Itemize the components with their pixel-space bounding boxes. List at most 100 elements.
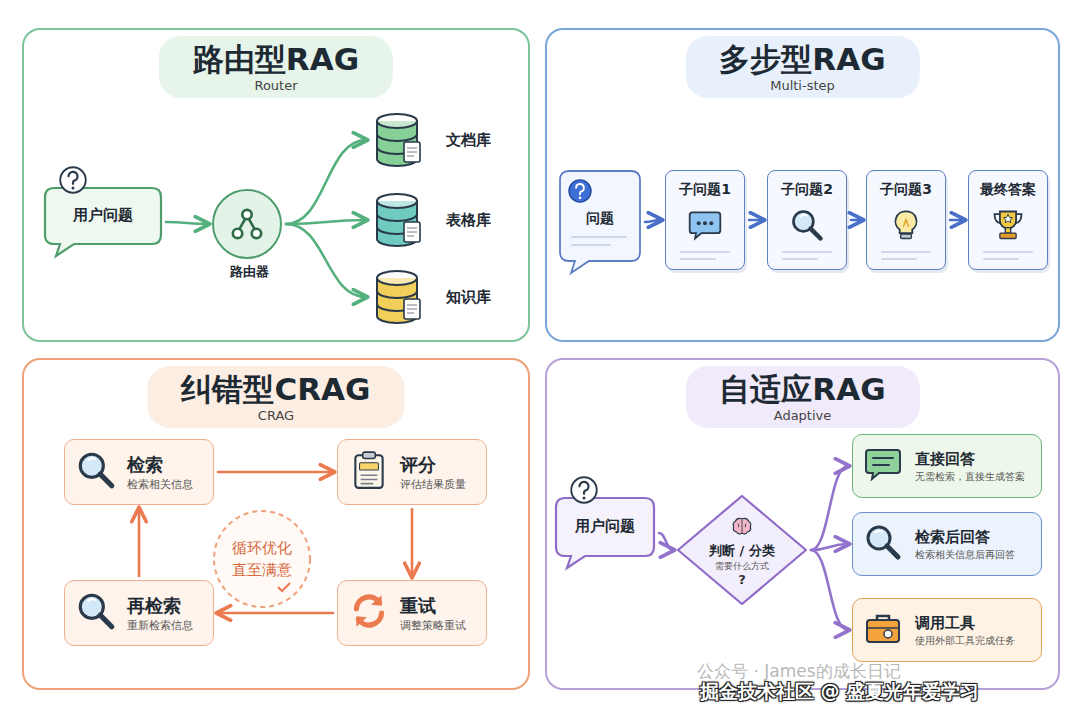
node-label: 表格库 [446,190,491,250]
text-holder: 用户问题 [555,497,655,556]
answer-card: 调用工具使用外部工具完成任务 [852,598,1042,662]
step-box: 子问题2 [767,170,847,270]
step-icon [789,207,825,247]
flow-arrow [218,612,333,615]
question-icon [58,165,88,199]
panel-header: 多步型RAGMulti-step [685,36,919,98]
panel-title: 路由型RAG [193,40,359,78]
card-icon [863,444,903,488]
decor-line [782,258,818,260]
database-icon [374,192,422,254]
flow-arrow [811,544,848,550]
text-holder: 评分评估结果质量 [400,440,466,504]
flow-arrow [411,509,414,576]
card-body: 重新检索信息 [127,618,193,632]
panel-header: 纠错型CRAGCRAG [147,366,404,428]
decor-line [680,251,730,253]
card-body: 使用外部工具完成任务 [915,634,1015,648]
node-label: 子问题2 [768,181,846,199]
decision-mark: ? [738,573,746,587]
database-icon [374,269,422,331]
answer-card: 直接回答无需检索，直接生成答案 [852,434,1042,498]
process-card: 评分评估结果质量 [337,439,487,505]
card-body: 无需检索，直接生成答案 [915,470,1025,484]
multistep-panel: 多步型RAGMulti-step 问题 子问题1 子问题2 子问题3 最终答案 [545,28,1060,342]
step-box: 子问题1 [665,170,745,270]
flow-arrow [811,466,848,550]
panel-subtitle: Multi-step [719,78,885,94]
panel-title: 多步型RAG [719,40,885,78]
text-holder: 再检索重新检索信息 [127,581,193,645]
text-holder: 重试调整策略重试 [400,581,466,645]
card-body: 检索相关信息后再回答 [915,548,1015,562]
flow-arrow [851,219,862,222]
flow-arrow [166,222,208,224]
flow-arrow [659,533,673,550]
decor-line [881,251,931,253]
decor-line [571,244,611,246]
database-store: 知识库 [370,267,500,327]
flow-arrow [286,140,366,224]
card-icon [863,522,903,566]
text-holder: 用户问题 [44,187,162,244]
brain-icon [730,514,754,542]
card-body: 评估结果质量 [400,477,466,491]
flow-arrow [950,219,964,222]
card-icon [75,590,117,636]
answer-box: 最终答案 [968,170,1048,270]
panel-header: 自适应RAGAdaptive [685,366,919,428]
flow-arrow [749,219,763,222]
card-icon [863,608,903,652]
decor-line [571,236,627,238]
process-card: 再检索重新检索信息 [64,580,214,646]
flow-arrow [645,220,661,222]
router-icon [214,191,280,257]
panel-subtitle: Adaptive [719,408,885,424]
card-heading: 直接回答 [915,449,1025,470]
card-heading: 评分 [400,453,466,477]
decision-heading: 判断 / 分类 [709,542,775,560]
card-icon [348,449,390,495]
card-heading: 再检索 [127,594,193,618]
adaptive-panel: 自适应RAGAdaptive用户问题判断 / 分类需要什么方式?直接回答无需检索… [545,358,1060,690]
card-heading: 调用工具 [915,613,1015,634]
answer-card: 检索后回答检索相关信息后再回答 [852,512,1042,576]
flow-arrow [286,224,366,297]
node-label: 子问题1 [666,181,744,199]
question-bubble: 用户问题 [44,187,162,257]
flow-arrow [811,550,848,630]
database-store: 表格库 [370,190,500,250]
panel-header: 路由型RAGRouter [159,36,393,98]
loop-circle: 循环优化 直至满意 [212,509,312,609]
watermark: 公众号 · James的成长日记 [697,660,901,683]
question-bubble: 问题 [559,170,641,274]
step-icon [888,207,924,247]
question-icon [569,475,599,509]
router-circle: 路由器 [212,189,282,259]
card-icon [348,590,390,636]
decision-diamond: 判断 / 分类需要什么方式? [677,495,807,605]
card-body: 检索相关信息 [127,477,193,491]
card-heading: 检索后回答 [915,527,1015,548]
card-body: 调整策略重试 [400,618,466,632]
decision-body: 需要什么方式 [715,560,769,573]
flow-arrow [286,220,366,224]
text-holder: 直接回答无需检索，直接生成答案 [915,435,1025,497]
decor-line [881,258,917,260]
panel-title: 纠错型CRAG [181,370,370,408]
node-label: 知识库 [446,267,491,327]
node-label: 问题 [559,210,641,228]
panel-subtitle: CRAG [181,408,370,424]
text-holder: 检索检索相关信息 [127,440,193,504]
flow-arrow [138,509,141,576]
node-label: 用户问题 [73,206,133,225]
database-store: 文档库 [370,110,500,170]
question-icon [567,178,593,208]
decor-line [782,251,832,253]
step-icon [990,207,1026,247]
step-box: 子问题3 [866,170,946,270]
router-panel: 路由型RAGRouter 用户问题 路由器 文档库表格库知识库 [22,28,530,342]
node-label: 文档库 [446,110,491,170]
